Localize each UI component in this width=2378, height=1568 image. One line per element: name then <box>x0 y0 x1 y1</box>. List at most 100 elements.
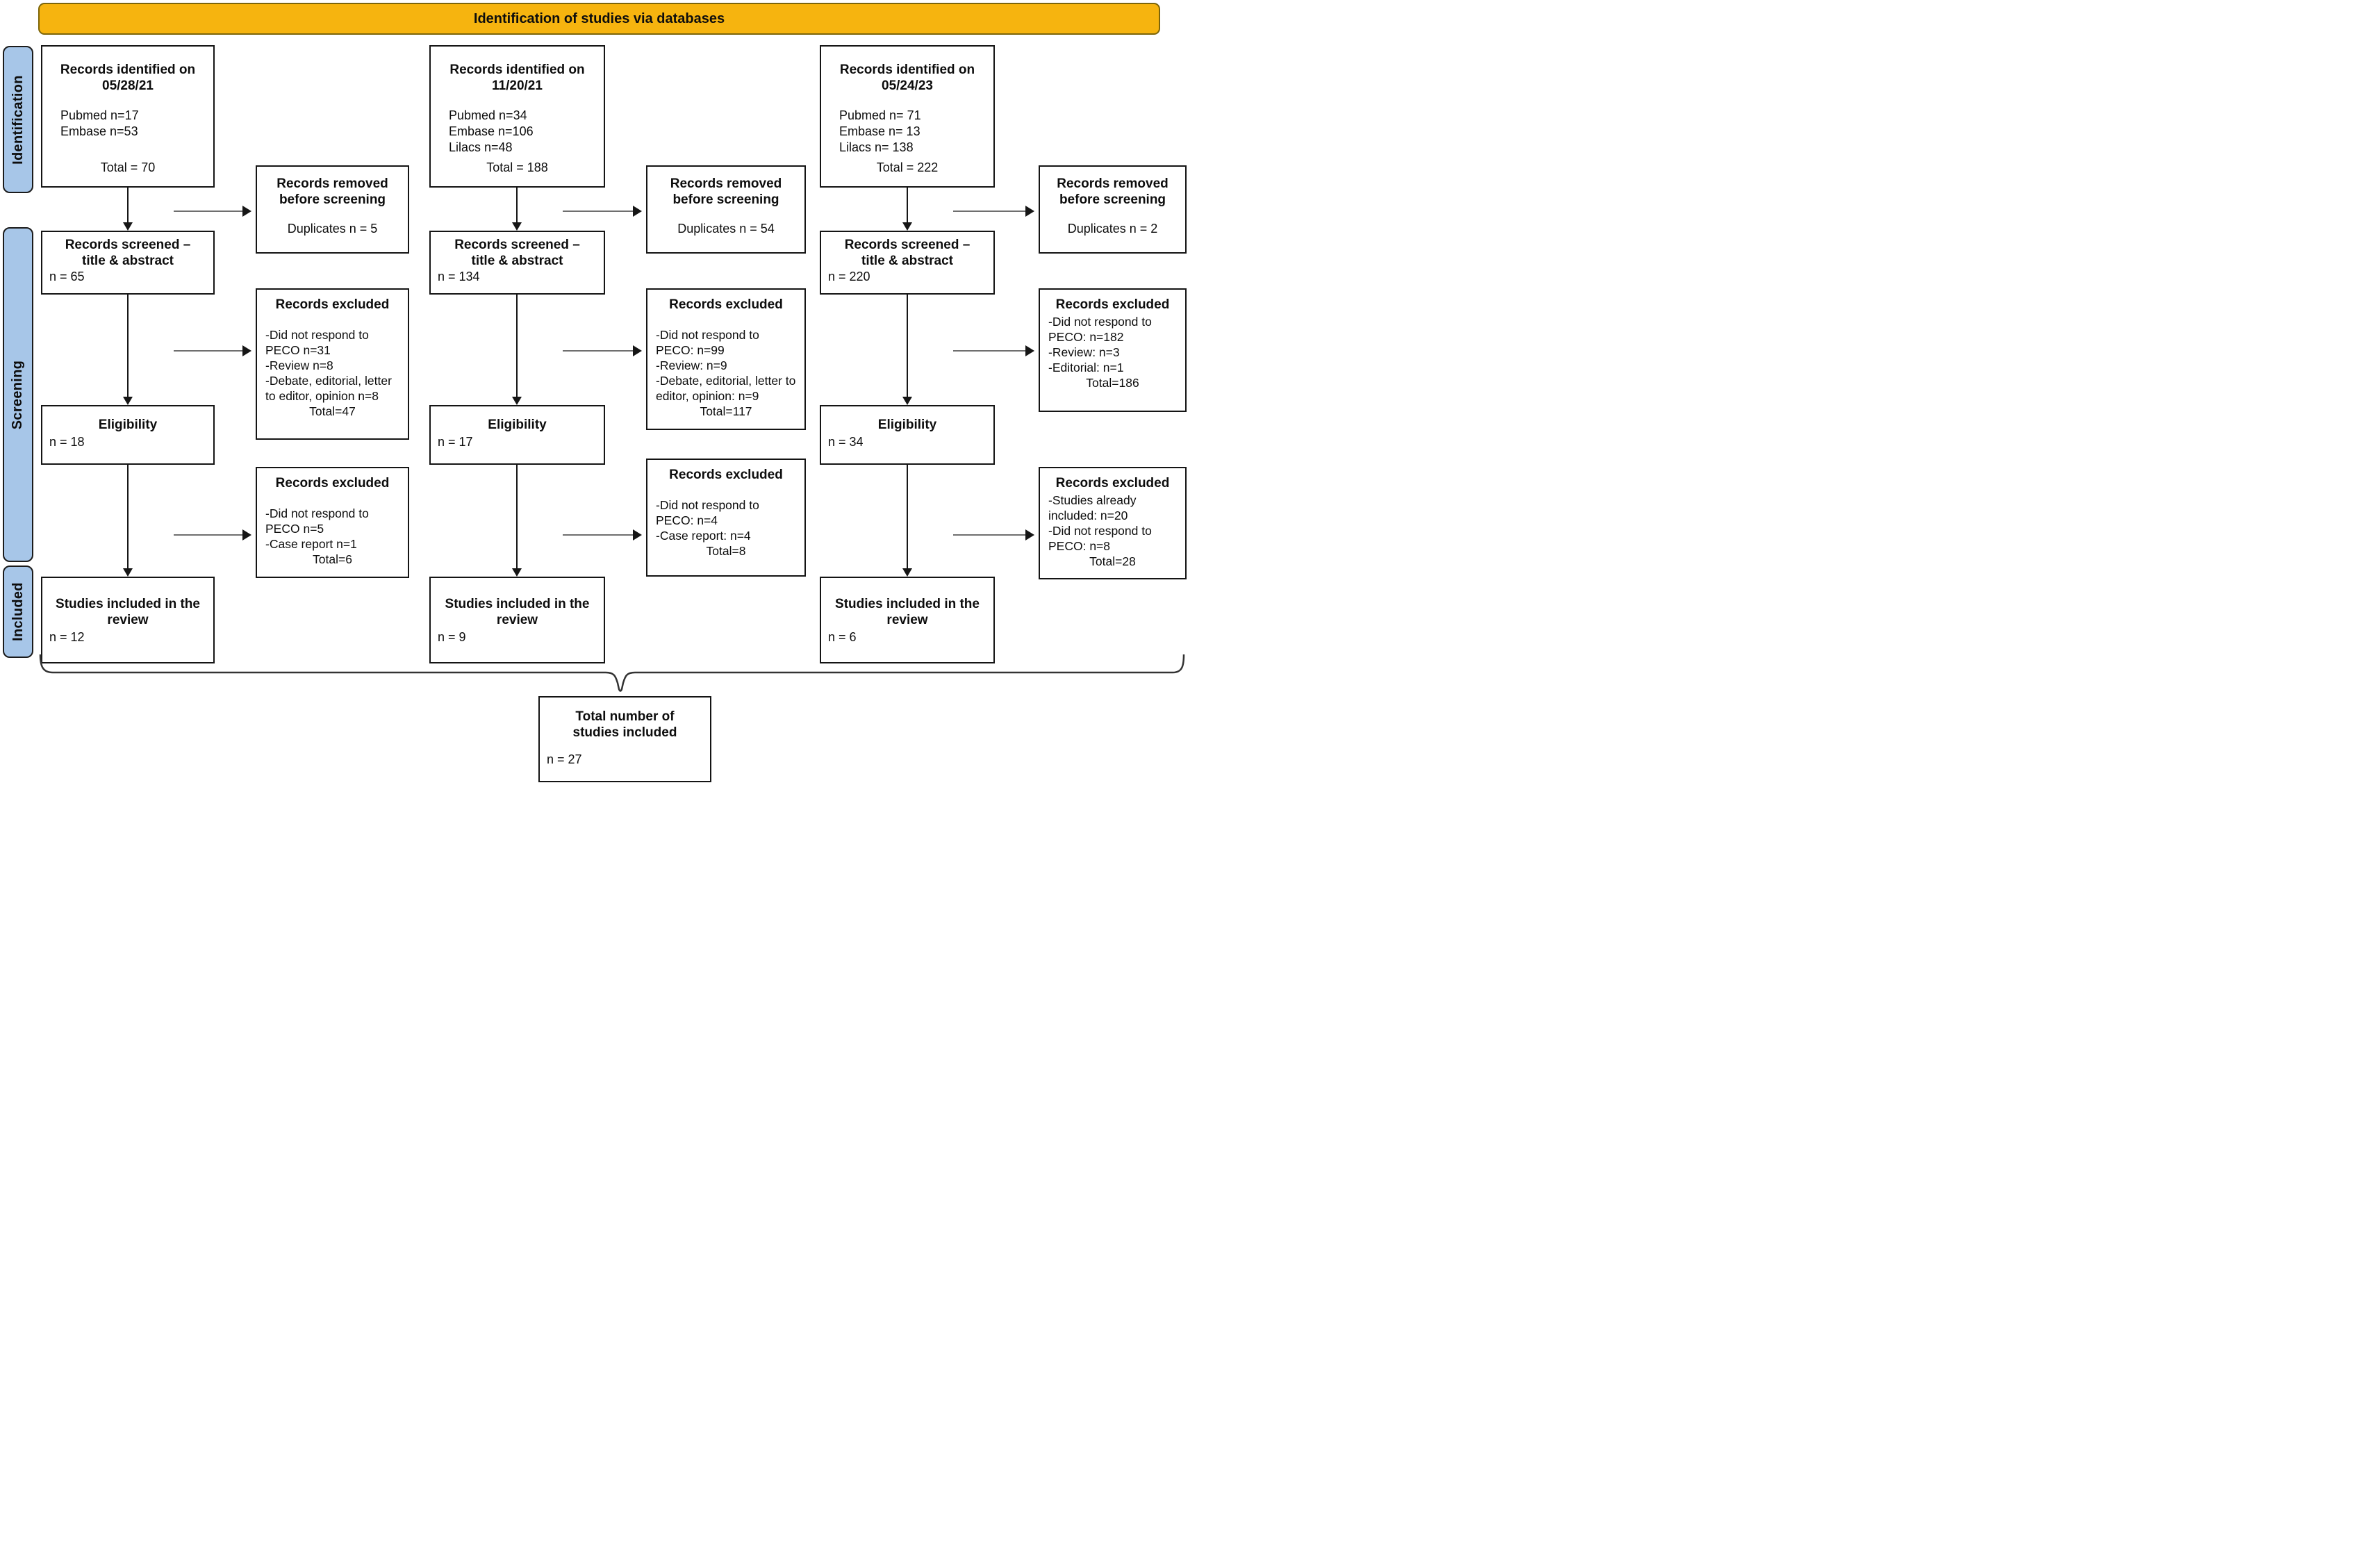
eligibility-box-col3: Eligibility n = 34 <box>820 405 995 465</box>
excluded2-total-col2: Total=8 <box>706 544 746 558</box>
excluded1-title-col1: Records excluded <box>275 297 390 312</box>
eligibility-count-col3: n = 34 <box>828 434 864 449</box>
arrow-right-icon <box>953 206 1034 217</box>
excluded1-box-col3: Records excluded -Did not respond to PEC… <box>1039 288 1187 412</box>
brace-connector <box>39 654 1185 692</box>
excluded-reason-line: -Case report: n=4 <box>656 529 751 543</box>
removed-title-line1: Records removed <box>670 176 782 191</box>
screened-title-col3: Records screened – title & abstract <box>821 237 993 269</box>
screened-box-col2: Records screened – title & abstract n = … <box>429 231 605 295</box>
source-line: Lilacs n=48 <box>449 140 513 154</box>
screened-title-line1: Records screened – <box>65 238 191 252</box>
eligibility-box-col2: Eligibility n = 17 <box>429 405 605 465</box>
stage-tab-screening-label: Screening <box>10 360 26 429</box>
excluded-reason-line: -Did not respond to PECO: n=4 <box>656 498 759 527</box>
source-line: Pubmed n=34 <box>449 108 527 122</box>
identified-box-col2: Records identified on 11/20/21 Pubmed n=… <box>429 45 605 188</box>
excluded-reason-line: -Review n=8 <box>265 358 333 372</box>
identified-title-line2: 11/20/21 <box>492 79 543 93</box>
diagram-header-banner: Identification of studies via databases <box>38 3 1160 35</box>
excluded-reason-line: -Review: n=9 <box>656 358 727 372</box>
excluded1-total-col2: Total=117 <box>700 404 752 418</box>
excluded2-box-col3: Records excluded -Studies already includ… <box>1039 467 1187 579</box>
eligibility-title-col2: Eligibility <box>488 417 547 432</box>
identified-total-col3: Total = 222 <box>876 160 939 174</box>
screened-title-line1: Records screened – <box>844 238 971 252</box>
screened-title-line2: title & abstract <box>82 254 174 268</box>
excluded2-reasons-col1: -Did not respond to PECO n=5 -Case repor… <box>265 506 399 552</box>
arrow-right-icon <box>174 529 251 540</box>
arrow-right-icon <box>563 345 642 356</box>
removed-title-line2: before screening <box>279 192 386 207</box>
arrow-down-icon <box>123 465 133 577</box>
included-title-line1: Studies included in the <box>56 596 200 611</box>
included-title-col3: Studies included in the review <box>821 596 993 628</box>
removed-box-col1: Records removed before screening Duplica… <box>256 165 409 254</box>
arrow-right-icon <box>563 529 642 540</box>
arrow-down-icon <box>123 188 133 231</box>
identified-title-line1: Records identified on <box>839 63 975 77</box>
screened-title-line2: title & abstract <box>471 254 563 268</box>
excluded-reason-line: -Did not respond to PECO: n=8 <box>1048 524 1152 553</box>
included-count-col2: n = 9 <box>438 629 466 644</box>
removed-detail-col2: Duplicates n = 54 <box>677 222 775 236</box>
screened-count-col3: n = 220 <box>828 270 870 283</box>
arrow-right-icon <box>174 345 251 356</box>
total-included-box: Total number of studies included n = 27 <box>538 696 711 782</box>
identified-title-line2: 05/24/23 <box>882 79 933 93</box>
excluded-reason-line: -Review: n=3 <box>1048 345 1120 359</box>
stage-tab-identification: Identification <box>3 46 33 193</box>
excluded-reason-line: -Did not respond to PECO: n=182 <box>1048 315 1152 344</box>
arrow-down-icon <box>902 465 912 577</box>
excluded-reason-line: -Did not respond to PECO n=31 <box>265 328 369 357</box>
removed-title-line2: before screening <box>1059 192 1166 207</box>
removed-detail-col1: Duplicates n = 5 <box>287 222 378 236</box>
included-title-line2: review <box>886 612 928 627</box>
source-line: Embase n=106 <box>449 124 534 138</box>
excluded-reason-line: -Studies already included: n=20 <box>1048 493 1137 522</box>
stage-tab-included-label: Included <box>10 582 26 641</box>
excluded1-reasons-col2: -Did not respond to PECO: n=99 -Review: … <box>656 327 796 404</box>
excluded2-total-col1: Total=6 <box>313 552 352 566</box>
excluded2-box-col2: Records excluded -Did not respond to PEC… <box>646 459 806 577</box>
identified-sources-col2: Pubmed n=34 Embase n=106 Lilacs n=48 <box>439 108 595 156</box>
identified-title-col2: Records identified on 11/20/21 <box>439 62 595 94</box>
arrow-right-icon <box>563 206 642 217</box>
screened-title-line1: Records screened – <box>454 238 580 252</box>
spacer <box>265 491 399 506</box>
removed-title-line1: Records removed <box>1057 176 1169 191</box>
removed-box-col2: Records removed before screening Duplica… <box>646 165 806 254</box>
eligibility-title-col1: Eligibility <box>98 417 158 432</box>
arrow-right-icon <box>953 529 1034 540</box>
excluded1-reasons-col1: -Did not respond to PECO n=31 -Review n=… <box>265 327 399 404</box>
source-line: Lilacs n= 138 <box>839 140 914 154</box>
eligibility-title-col3: Eligibility <box>877 417 937 432</box>
screened-title-col2: Records screened – title & abstract <box>431 237 604 269</box>
total-included-count: n = 27 <box>547 752 582 766</box>
arrow-down-icon <box>902 188 912 231</box>
total-title-line2: studies included <box>572 725 677 740</box>
identified-title-line1: Records identified on <box>60 63 196 77</box>
removed-box-col3: Records removed before screening Duplica… <box>1039 165 1187 254</box>
included-title-line2: review <box>107 612 149 627</box>
arrow-down-icon <box>512 465 522 577</box>
screened-count-col1: n = 65 <box>49 270 85 283</box>
eligibility-box-col1: Eligibility n = 18 <box>41 405 215 465</box>
eligibility-count-col2: n = 17 <box>438 434 473 449</box>
identified-sources-col3: Pubmed n= 71 Embase n= 13 Lilacs n= 138 <box>829 108 985 156</box>
removed-title-line1: Records removed <box>276 176 388 191</box>
eligibility-count-col1: n = 18 <box>49 434 85 449</box>
spacer <box>656 483 796 497</box>
identified-title-line2: 05/28/21 <box>102 79 154 93</box>
spacer <box>656 313 796 327</box>
screened-box-col3: Records screened – title & abstract n = … <box>820 231 995 295</box>
stage-tab-screening: Screening <box>3 227 33 562</box>
excluded2-total-col3: Total=28 <box>1089 554 1136 568</box>
included-title-line2: review <box>496 612 538 627</box>
arrow-right-icon <box>953 345 1034 356</box>
excluded-reason-line: -Did not respond to PECO n=5 <box>265 506 369 536</box>
excluded1-reasons-col3: -Did not respond to PECO: n=182 -Review:… <box>1048 314 1177 375</box>
excluded2-box-col1: Records excluded -Did not respond to PEC… <box>256 467 409 578</box>
prisma-flow-diagram: Identification of studies via databases … <box>0 0 1189 784</box>
excluded-reason-line: -Did not respond to PECO: n=99 <box>656 328 759 357</box>
